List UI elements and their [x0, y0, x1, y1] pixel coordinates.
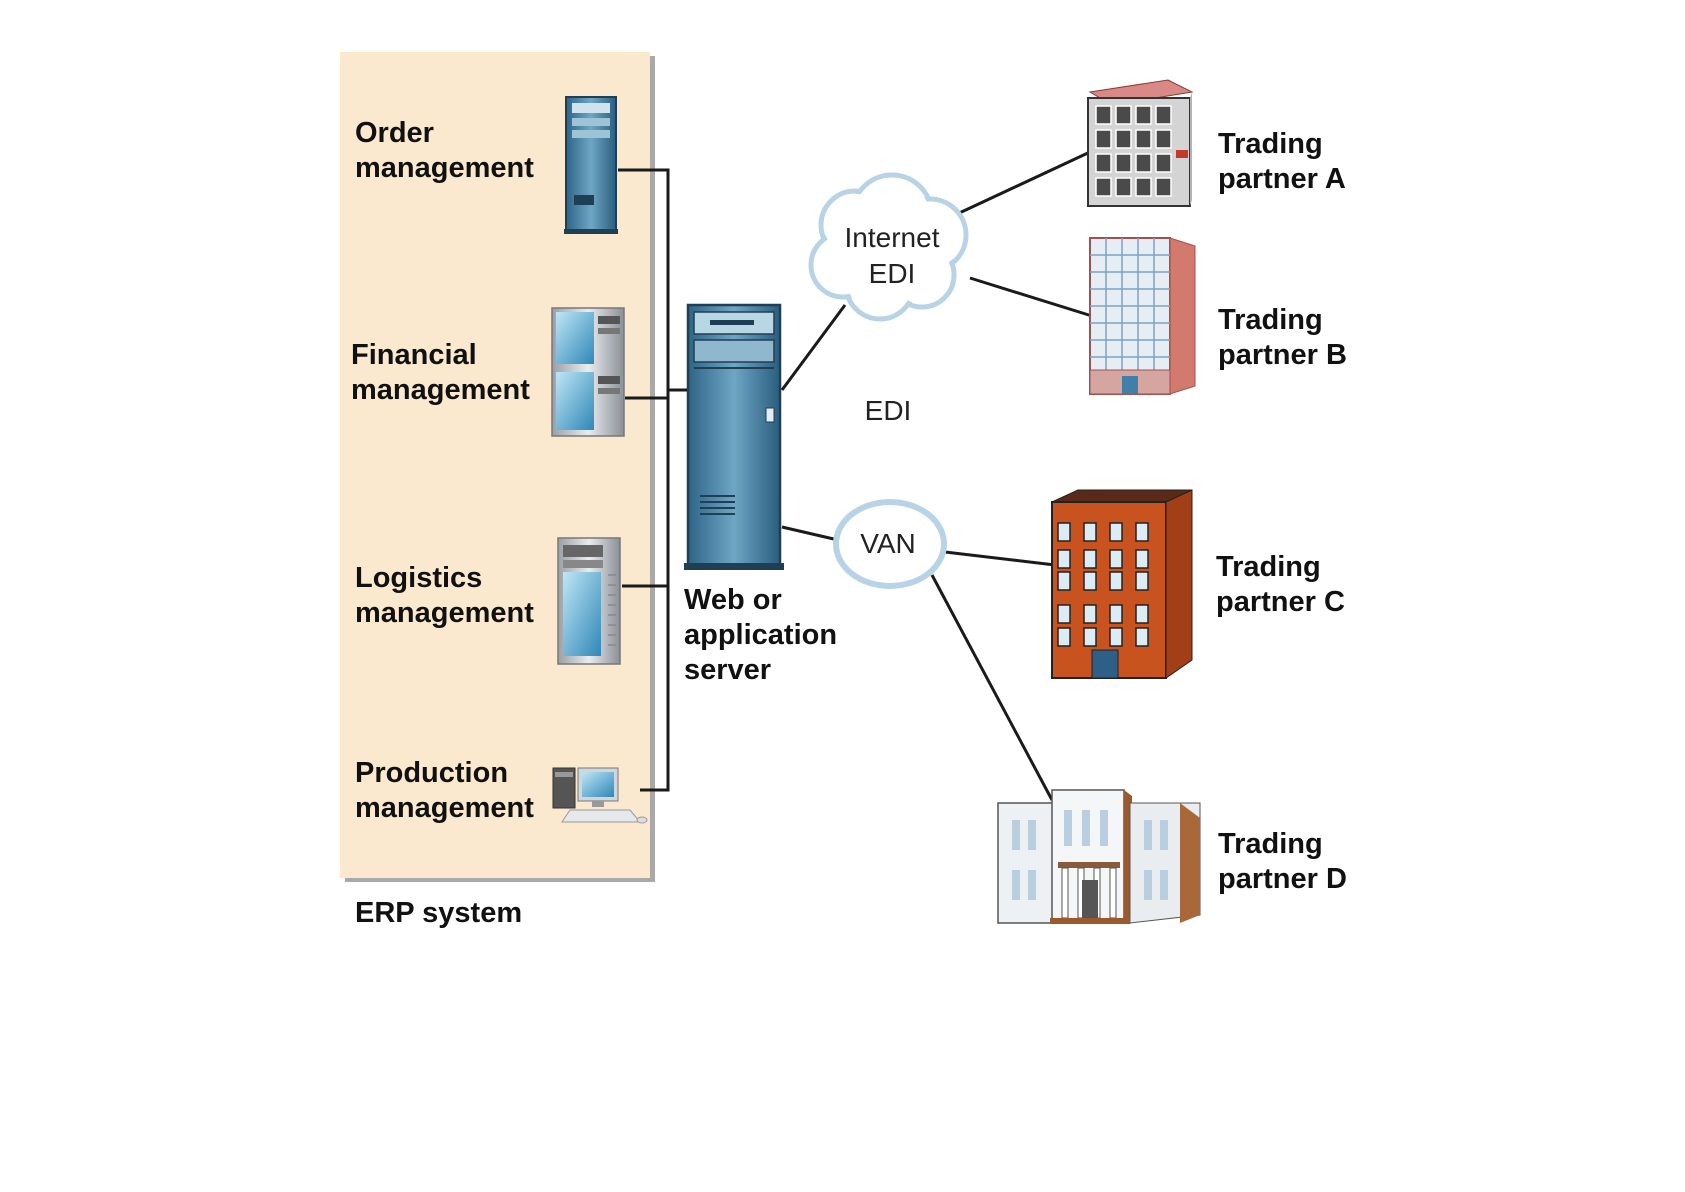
web-server-icon	[684, 305, 784, 570]
server-van-link	[782, 527, 838, 540]
server-internet-link	[782, 305, 845, 390]
partner-a-building-icon	[1088, 80, 1192, 206]
financial-management-label: Financial management	[351, 338, 530, 408]
internet-partner-b-link	[970, 278, 1092, 316]
erp-system-caption: ERP system	[355, 896, 522, 931]
web-server-label: Web or application server	[684, 583, 837, 688]
partner-a-label: Trading partner A	[1218, 127, 1346, 197]
partner-d-building-icon	[998, 790, 1200, 924]
partner-c-label: Trading partner C	[1216, 550, 1345, 620]
internet-partner-a-link	[955, 152, 1090, 215]
order-server-icon	[564, 97, 618, 234]
logistics-management-label: Logistics management	[355, 561, 534, 631]
van-label: VAN	[846, 526, 930, 562]
partner-b-label: Trading partner B	[1218, 303, 1347, 373]
financial-server-icon	[552, 308, 624, 436]
partner-b-building-icon	[1090, 238, 1195, 394]
production-management-label: Production management	[355, 756, 534, 826]
logistics-server-icon	[558, 538, 620, 664]
partner-c-building-icon	[1052, 490, 1192, 678]
van-partner-d-link	[932, 575, 1052, 800]
van-partner-c-link	[945, 552, 1055, 565]
internet-edi-label: Internet EDI	[826, 220, 958, 292]
partner-d-label: Trading partner D	[1218, 827, 1347, 897]
edi-label: EDI	[848, 393, 928, 429]
order-management-label: Order management	[355, 116, 534, 186]
